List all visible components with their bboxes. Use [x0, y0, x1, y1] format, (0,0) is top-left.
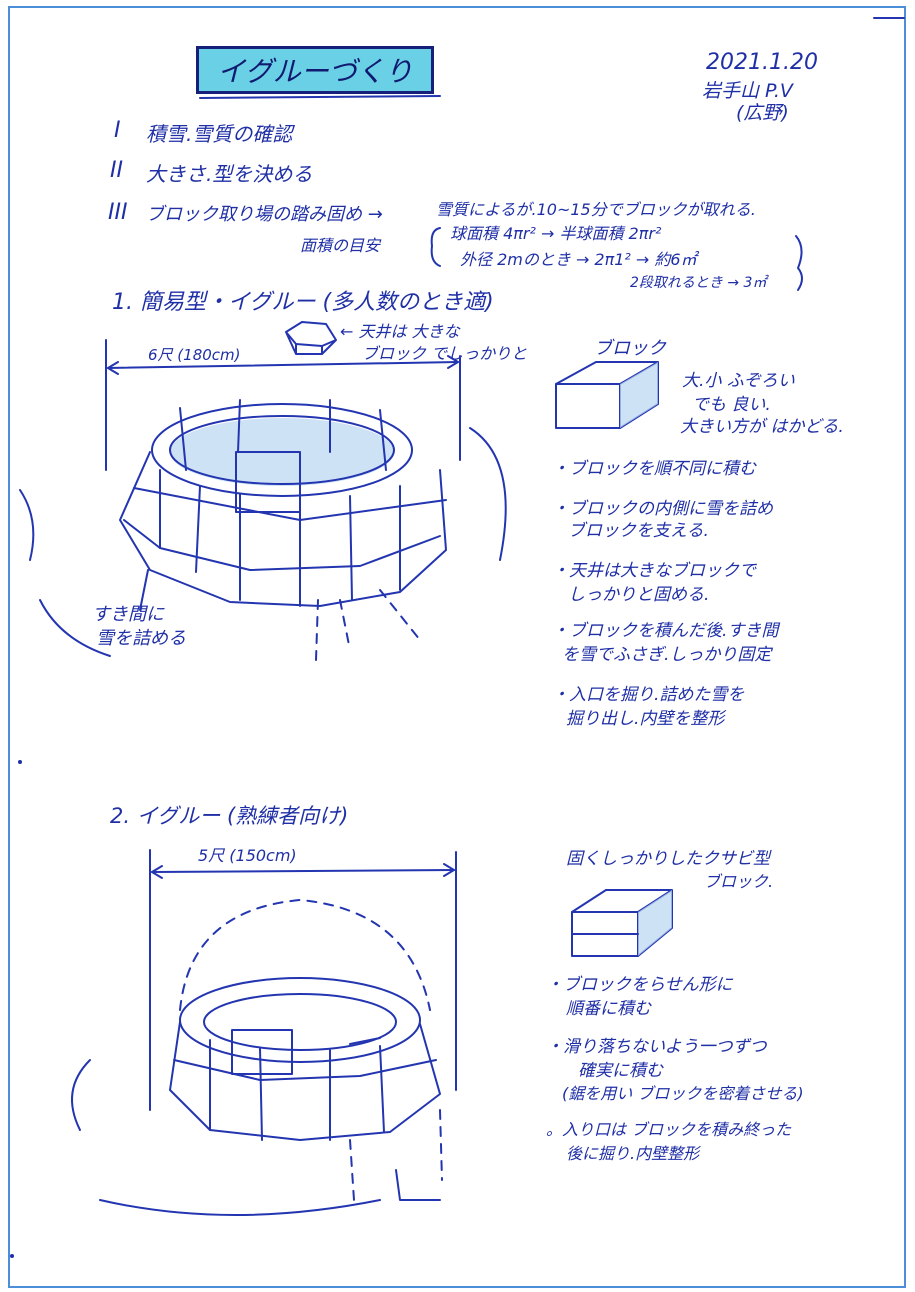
roof-note-line2: ブロック でしっかりと — [362, 344, 528, 363]
roof-note-line1: ← 天井は 大きな — [340, 322, 460, 341]
block-note-line1: 大.小 ふぞろい — [682, 371, 795, 391]
s1-bullet-3b: しっかりと固める. — [568, 585, 710, 605]
dim-arrows-1 — [107, 355, 459, 375]
s1-bullet-4a: ・ブロックを積んだ後.すき間 — [552, 621, 779, 641]
date-text: 2021.1.20 — [706, 50, 818, 75]
s2-bullet-1a: ・ブロックをらせん形に — [546, 975, 733, 995]
author-text: (広野) — [736, 102, 789, 124]
note-right-bracket — [795, 235, 803, 291]
s1-bullet-3a: ・天井は大きなブロックで — [552, 561, 756, 581]
dim-arrows-2 — [151, 863, 455, 879]
step-3-note-line2: 球面積 4πr² → 半球面積 2πr² — [450, 224, 662, 243]
step-1-text: 積雪.雪質の確認 — [146, 122, 293, 146]
dimension-line-2 — [151, 869, 455, 873]
full-igloo-icon — [71, 898, 443, 1216]
wedge-block-label-1: 固くしっかりしたクサビ型 — [566, 849, 770, 869]
s1-bullet-4b: を雪でふさぎ.しっかり固定 — [562, 645, 772, 665]
s2-bullet-2c: (鋸を用い ブロックを密着させる) — [562, 1084, 804, 1103]
s1-bullet-5a: ・入口を掘り.詰めた雪を — [552, 685, 745, 705]
title-underline — [199, 95, 441, 99]
section-1-dimension: 6尺 (180cm) — [148, 346, 241, 364]
step-3-text: ブロック取り場の踏み固め → — [146, 204, 383, 225]
s2-bullet-1b: 順番に積む — [566, 999, 651, 1019]
place-text: 岩手山 P.V — [702, 80, 793, 102]
step-2-text: 大きさ.型を決める — [146, 162, 313, 186]
s1-bullet-5b: 掘り出し.内壁を整形 — [566, 709, 725, 729]
stray-dot — [18, 760, 22, 764]
step-2-number: II — [110, 158, 123, 183]
stray-dot — [10, 1254, 14, 1258]
note-left-bracket — [430, 227, 441, 267]
page-title: イグルーづくり — [196, 46, 434, 94]
page-border — [8, 6, 906, 1288]
gap-note-line2: 雪を詰める — [96, 628, 186, 649]
step-3-note-line1: 雪質によるが.10~15分でブロックが取れる. — [436, 200, 756, 219]
block-note-line3: 大きい方が はかどる. — [680, 417, 844, 437]
s2-bullet-2b: 確実に積む — [578, 1061, 663, 1081]
wedge-block-label-2: ブロック. — [704, 872, 774, 891]
simple-igloo-icon — [19, 399, 507, 661]
gap-note-line1: すき間に — [92, 604, 164, 625]
s1-bullet-2a: ・ブロックの内側に雪を詰め — [552, 499, 773, 519]
step-3-number: III — [108, 200, 128, 225]
section-1-heading: 1. 簡易型・イグルー (多人数のとき適) — [112, 290, 494, 315]
roof-block-icon — [285, 321, 337, 355]
s2-bullet-2a: ・滑り落ちないよう一つずつ — [546, 1037, 767, 1057]
wedge-block-icon — [571, 889, 673, 957]
step-3-note-line3: 外径 2mのとき → 2π1² → 約6㎡ — [460, 250, 697, 269]
s1-bullet-1: ・ブロックを順不同に積む — [552, 459, 756, 479]
block-note-line2: でも 良い. — [692, 395, 771, 415]
s2-bullet-3b: 後に掘り.内壁整形 — [566, 1144, 700, 1163]
section-2-dimension: 5尺 (150cm) — [198, 846, 297, 865]
block-icon — [555, 361, 659, 429]
block-label: ブロック — [594, 338, 666, 359]
dimension-line-1 — [107, 361, 459, 369]
step-3-note-line4: 2段取れるとき → 3㎡ — [630, 275, 767, 291]
area-label: 面積の目安 — [300, 236, 381, 255]
step-1-number: I — [114, 118, 121, 143]
section-2-heading: 2. イグルー (熟練者向け) — [110, 804, 349, 828]
s2-bullet-3a: 。入り口は ブロックを積み終った — [546, 1120, 792, 1139]
s1-bullet-2b: ブロックを支える. — [568, 521, 709, 541]
